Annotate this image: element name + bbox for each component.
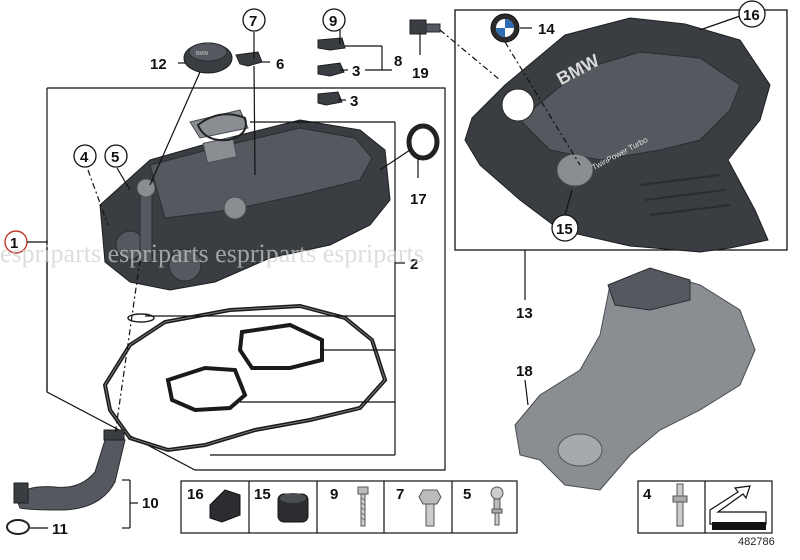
callout-3b-label: 3 <box>350 93 358 110</box>
assembly-frame-13 <box>454 9 788 251</box>
rubber-bushing-icon <box>277 493 309 523</box>
engine-cover[interactable]: BMW TwinPower Turbo <box>464 17 771 253</box>
callout-17-label: 17 <box>410 191 427 208</box>
rubber-mount-icon <box>209 489 241 523</box>
callout-11[interactable]: 11 <box>52 521 68 538</box>
callout-13-label: 13 <box>516 305 533 322</box>
callout-1[interactable]: 1 <box>4 230 47 254</box>
oil-filler-gasket[interactable] <box>196 113 247 142</box>
legend-item-9-number: 9 <box>330 486 338 503</box>
callout-16-label: 16 <box>743 7 760 24</box>
callout-9[interactable]: 9 <box>322 8 346 32</box>
legend-item-15-number: 15 <box>254 486 271 503</box>
callout-3a-label: 3 <box>352 63 360 80</box>
screw-icon <box>357 486 369 527</box>
cylinder-head-cover[interactable] <box>99 109 391 291</box>
callout-19-label: 19 <box>412 65 429 82</box>
heat-shield[interactable] <box>514 267 756 491</box>
callout-9-label: 9 <box>329 13 337 30</box>
callout-10[interactable]: 10 <box>142 495 159 512</box>
callout-5[interactable]: 5 <box>104 144 128 168</box>
callout-3-lower[interactable]: 3 <box>350 93 358 110</box>
ball-stud-icon <box>490 486 504 526</box>
callout-2-label: 2 <box>410 256 418 273</box>
callout-13[interactable]: 13 <box>516 305 533 322</box>
callout-17[interactable]: 17 <box>410 191 427 208</box>
callout-1-label: 1 <box>10 235 18 252</box>
oil-filler-cap[interactable]: BMW <box>183 42 233 74</box>
callout-14-label: 14 <box>538 21 555 38</box>
legend-item-7[interactable]: 7 <box>396 486 442 527</box>
callout-19[interactable]: 19 <box>412 65 429 82</box>
small-parts-strip <box>180 480 518 534</box>
sealing-ring[interactable] <box>406 123 440 161</box>
legend-item-7-number: 7 <box>396 486 404 503</box>
callout-12[interactable]: 12 <box>150 56 167 73</box>
callout-16[interactable]: 16 <box>738 0 766 28</box>
direction-arrow-icon <box>709 485 767 530</box>
callout-7-label: 7 <box>249 13 257 30</box>
legend-item-16-number: 16 <box>187 486 204 503</box>
callout-4[interactable]: 4 <box>73 144 97 168</box>
legend-item-5-number: 5 <box>463 486 471 503</box>
assembly-frame-1 <box>46 87 446 471</box>
valve-cover-gasket[interactable] <box>102 303 388 453</box>
callout-11-label: 11 <box>52 521 68 538</box>
callout-15-label: 15 <box>556 221 573 238</box>
legend-item-9[interactable]: 9 <box>330 486 369 527</box>
callout-4-label: 4 <box>80 149 89 166</box>
sensor[interactable] <box>409 19 441 35</box>
legend-item-15[interactable]: 15 <box>254 486 309 523</box>
callout-10-label: 10 <box>142 495 159 512</box>
callout-6-label: 6 <box>276 56 284 73</box>
callout-15[interactable]: 15 <box>551 214 579 242</box>
oil-cap-text: BMW <box>196 51 209 57</box>
vent-hose[interactable] <box>13 429 126 511</box>
diagram-id: 482786 <box>738 536 775 548</box>
callout-6[interactable]: 6 <box>276 56 284 73</box>
stud-icon <box>672 483 688 527</box>
callout-14[interactable]: 14 <box>538 21 555 38</box>
legend-secondary <box>637 480 773 534</box>
callout-5-label: 5 <box>111 149 119 166</box>
watermark: espriparts espriparts espriparts espripa… <box>0 239 424 268</box>
rubber-bushings[interactable] <box>317 37 346 106</box>
leader-lines <box>30 15 741 529</box>
o-ring[interactable] <box>127 313 155 323</box>
callout-18-label: 18 <box>516 363 533 380</box>
callout-2[interactable]: 2 <box>410 256 418 273</box>
callout-3-upper[interactable]: 3 <box>352 63 360 80</box>
legend-item-4[interactable]: 4 <box>643 483 688 527</box>
callout-8[interactable]: 8 <box>394 53 402 70</box>
callout-7[interactable]: 7 <box>242 8 266 32</box>
clip[interactable] <box>235 51 263 67</box>
hose-o-ring[interactable] <box>6 519 30 535</box>
bolt-icon <box>418 489 442 527</box>
legend-item-16[interactable]: 16 <box>187 486 241 523</box>
legend-item-5[interactable]: 5 <box>463 486 504 526</box>
callout-8-label: 8 <box>394 53 402 70</box>
callout-12-label: 12 <box>150 56 167 73</box>
callout-18[interactable]: 18 <box>516 363 533 380</box>
bmw-emblem[interactable] <box>490 13 520 43</box>
legend-item-4-number: 4 <box>643 486 652 503</box>
